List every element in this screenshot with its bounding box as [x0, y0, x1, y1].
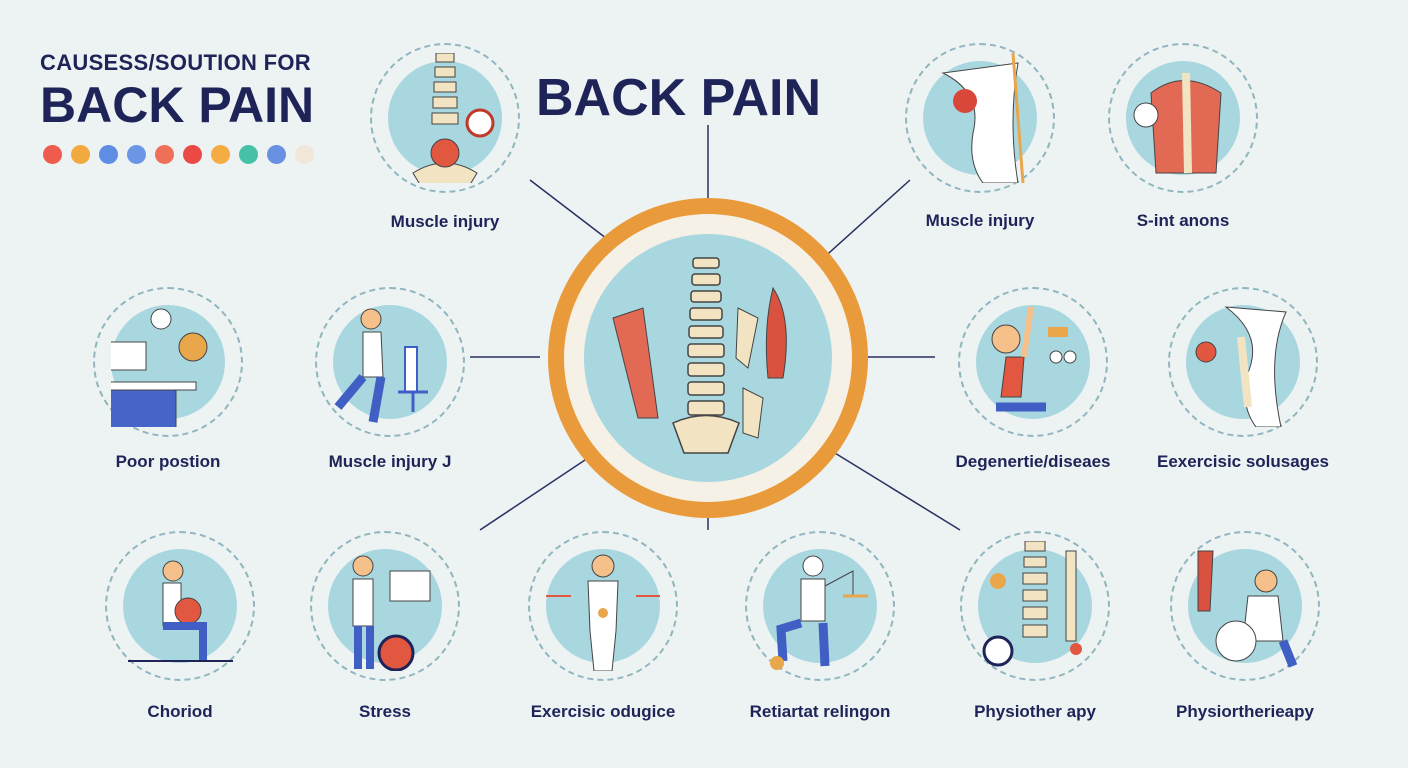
main-title: BACK PAIN — [536, 69, 822, 127]
therapy-icon — [1197, 550, 1298, 668]
desk-worker-icon — [111, 308, 208, 427]
node-label: S-int anons — [1136, 211, 1230, 230]
node-label: Physiortherieapy — [1176, 702, 1314, 721]
color-dot — [155, 145, 174, 164]
color-dots — [43, 145, 314, 164]
body-icon — [546, 554, 660, 671]
node-label: Degenertie/diseaes — [955, 452, 1111, 471]
yoga-icon — [991, 306, 1077, 412]
node-exercise-solutions — [1168, 287, 1318, 437]
node-label: Stress — [359, 702, 411, 721]
node-label: Retiartat relingon — [749, 702, 891, 721]
node-physiotherapy-1 — [960, 531, 1110, 681]
node-poor-position — [93, 287, 243, 437]
color-dot — [99, 145, 118, 164]
color-dot — [71, 145, 90, 164]
node-label: Muscle injury — [390, 212, 500, 231]
node-label: Muscle injury — [925, 211, 1035, 230]
node-label: Physiother apy — [974, 702, 1096, 721]
color-dot — [211, 145, 230, 164]
person-chair-icon — [334, 308, 428, 423]
color-dot — [43, 145, 62, 164]
subtitle: CAUSESS/SOUTION FOR — [40, 50, 311, 75]
node-muscle-injury-3 — [315, 287, 465, 437]
spine-icon — [412, 53, 495, 183]
header-title: BACK PAIN — [40, 77, 315, 133]
node-muscle-injury-2 — [905, 43, 1055, 193]
hip-icon — [1195, 306, 1287, 427]
color-dot — [127, 145, 146, 164]
node-label: Muscle injury J — [328, 452, 452, 471]
seated-person-icon — [128, 560, 233, 662]
color-dot — [183, 145, 202, 164]
node-exercise-guidance — [528, 531, 678, 681]
spine-joint-icon — [982, 541, 1082, 667]
node-s-int-anons — [1108, 43, 1258, 193]
stretch-icon — [770, 555, 868, 670]
node-label: Poor postion — [115, 452, 221, 471]
node-retreat-religion — [745, 531, 895, 681]
back-muscle-icon — [1133, 72, 1222, 174]
node-degenerative-diseases — [958, 287, 1108, 437]
knee-icon — [941, 53, 1025, 183]
node-label: Choriod — [147, 702, 213, 721]
color-dot — [267, 145, 286, 164]
node-label: Eexercisic solusages — [1156, 452, 1330, 471]
node-muscle-injury-1 — [370, 43, 520, 193]
spine-anatomy-icon — [612, 257, 787, 454]
color-dot — [295, 145, 314, 164]
color-dot — [239, 145, 258, 164]
central-spine-hub — [548, 198, 868, 518]
node-stress — [310, 531, 460, 681]
node-choriod — [105, 531, 255, 681]
node-physiotherapy-2 — [1170, 531, 1320, 681]
node-label: Exercisic odugice — [530, 702, 676, 721]
stressed-person-icon — [352, 555, 431, 671]
